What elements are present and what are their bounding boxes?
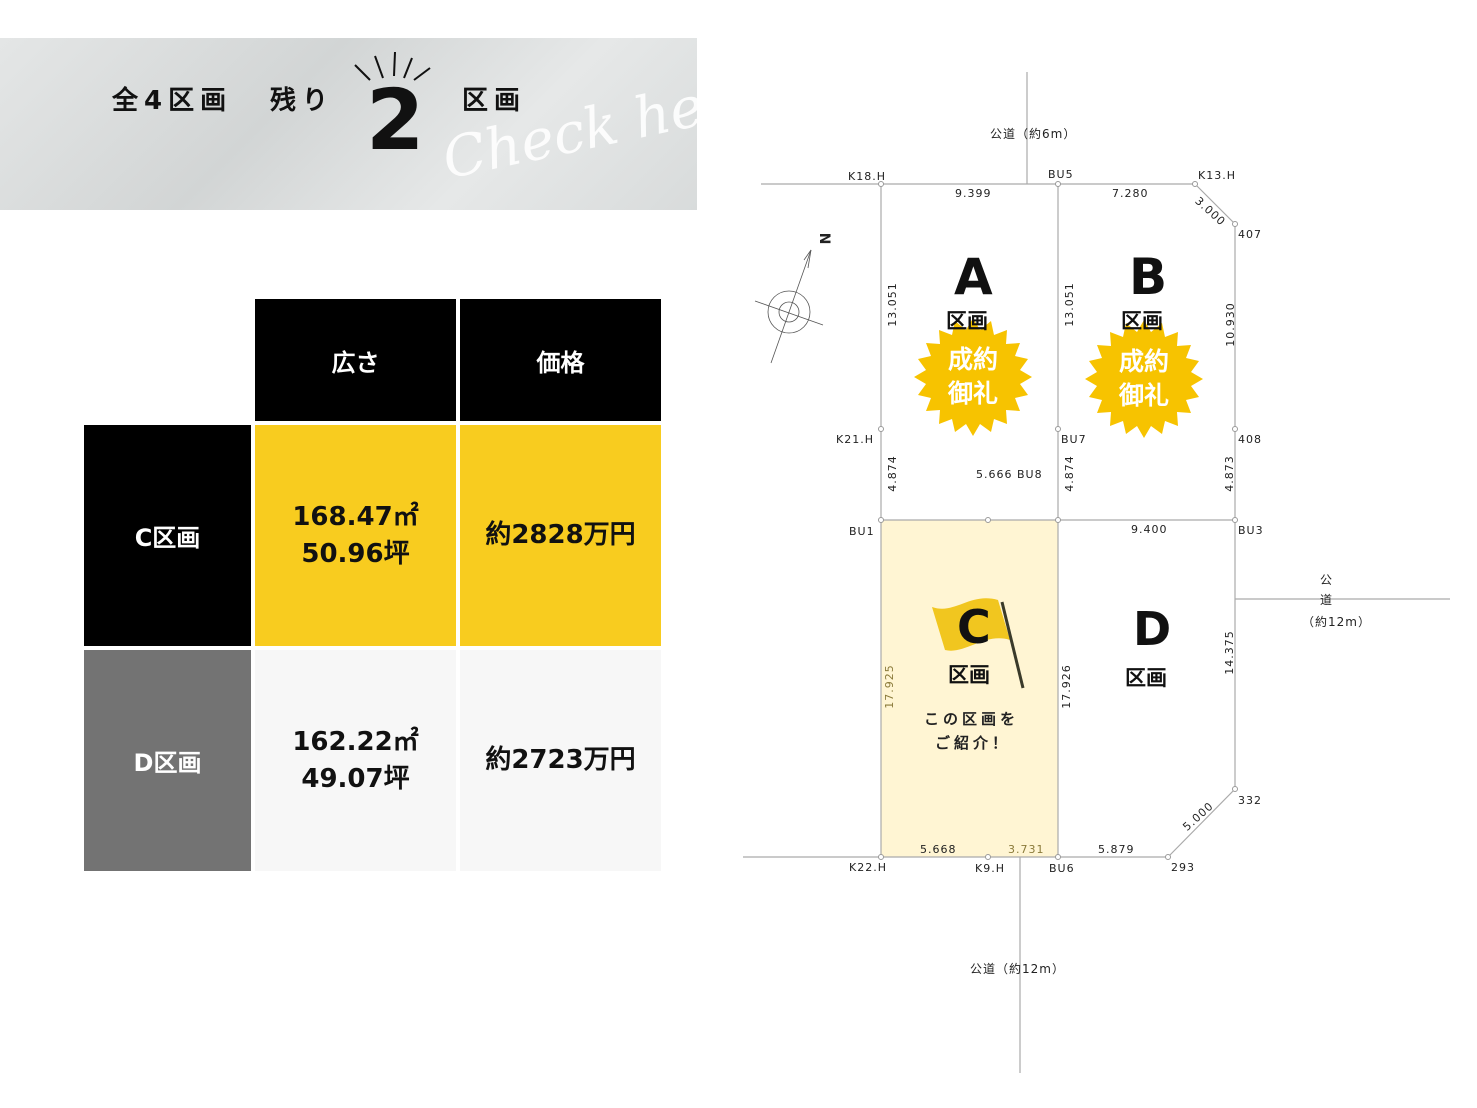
road-right-1: 公 bbox=[1320, 573, 1334, 587]
area-m2: 162.22㎡ bbox=[292, 726, 419, 757]
point-label: BU7 bbox=[1061, 433, 1087, 446]
dim-label: 10.930 bbox=[1223, 302, 1237, 347]
point-label: K9.H bbox=[975, 862, 1005, 875]
lot-b-unit: 区画 bbox=[1121, 309, 1163, 333]
dim-label: 9.400 bbox=[1131, 523, 1168, 536]
point-label: K18.H bbox=[848, 170, 886, 183]
lot-unit: 区画 bbox=[462, 86, 527, 116]
flag-icon bbox=[932, 598, 1025, 689]
lot-d-letter: D bbox=[1133, 602, 1172, 656]
dim-label: 5.668 bbox=[920, 843, 957, 856]
point-label: K13.H bbox=[1198, 169, 1236, 182]
remaining-label: 残り bbox=[270, 86, 335, 116]
header-banner bbox=[0, 38, 697, 210]
lot-a-letter: A bbox=[954, 248, 993, 306]
row-name-d: D区画 bbox=[84, 650, 251, 871]
dim-label: 4.873 bbox=[1222, 455, 1236, 492]
row-area-c: 168.47㎡ 50.96坪 bbox=[255, 425, 456, 646]
starburst-icon bbox=[1085, 320, 1203, 438]
north-label: N bbox=[818, 231, 835, 245]
lot-c-unit: 区画 bbox=[948, 663, 990, 687]
dim-label: 14.375 bbox=[1222, 630, 1236, 675]
starburst-icon bbox=[914, 318, 1032, 436]
dim-label: 4.874 bbox=[885, 455, 899, 492]
point-label: BU6 bbox=[1049, 862, 1075, 875]
sold-badge-a: 成約御礼 bbox=[914, 318, 1032, 436]
road-top-label: 公道（約6m） bbox=[990, 127, 1077, 141]
badge-text: 成約 bbox=[947, 345, 998, 374]
badge-text: 成約 bbox=[1118, 347, 1169, 376]
header-area: 広さ bbox=[255, 299, 456, 421]
area-m2: 168.47㎡ bbox=[292, 501, 419, 532]
lot-c-note-1: この区画を bbox=[924, 710, 1020, 728]
row-name-c: C区画 bbox=[84, 425, 251, 646]
point-label: K21.H bbox=[836, 433, 874, 446]
dim-label: 13.051 bbox=[1062, 282, 1076, 327]
badge-text: 御礼 bbox=[1118, 381, 1169, 410]
point-label: BU1 bbox=[849, 525, 875, 538]
lot-c-letter: C bbox=[957, 600, 991, 654]
lot-c-note-2: ご紹介！ bbox=[935, 734, 1012, 752]
row-area-d: 162.22㎡ 49.07坪 bbox=[255, 650, 456, 871]
point-label: 332 bbox=[1238, 794, 1262, 807]
point-label: 5.666 BU8 bbox=[976, 468, 1043, 481]
dim-label: 13.051 bbox=[885, 282, 899, 327]
point-label: K22.H bbox=[849, 861, 887, 874]
sparkle-icon bbox=[354, 51, 431, 81]
total-lots: 全4区画 bbox=[112, 86, 233, 116]
point-label: BU5 bbox=[1048, 168, 1074, 181]
sold-badge-b: 成約御礼 bbox=[1085, 320, 1203, 438]
lot-a-unit: 区画 bbox=[946, 309, 988, 333]
row-price-c: 約2828万円 bbox=[460, 425, 661, 646]
point-label: 293 bbox=[1171, 861, 1195, 874]
area-tsubo: 50.96坪 bbox=[301, 538, 410, 569]
dim-label: 5.879 bbox=[1098, 843, 1135, 856]
lot-c-highlight bbox=[881, 520, 1058, 857]
dim-label: 7.280 bbox=[1112, 187, 1149, 200]
road-right-2: 道 bbox=[1320, 593, 1334, 607]
dim-label: 17.925 bbox=[882, 664, 896, 709]
badge-text: 御礼 bbox=[947, 379, 998, 408]
dim-label: 9.399 bbox=[955, 187, 992, 200]
area-tsubo: 49.07坪 bbox=[301, 763, 410, 794]
road-right-3: （約12m） bbox=[1302, 615, 1371, 629]
dim-label: 17.926 bbox=[1059, 664, 1073, 709]
compass-icon bbox=[754, 249, 824, 364]
point-label: BU3 bbox=[1238, 524, 1264, 537]
lot-b-letter: B bbox=[1129, 248, 1168, 306]
header-price: 価格 bbox=[460, 299, 661, 421]
remaining-count: 2 bbox=[366, 71, 425, 169]
dim-label: 3.731 bbox=[1008, 843, 1045, 856]
row-price-d: 約2723万円 bbox=[460, 650, 661, 871]
road-bottom-label: 公道（約12m） bbox=[970, 962, 1065, 976]
point-label: 407 bbox=[1238, 228, 1262, 241]
point-label: 408 bbox=[1238, 433, 1262, 446]
lot-d-unit: 区画 bbox=[1125, 666, 1167, 690]
dim-label: 4.874 bbox=[1062, 455, 1076, 492]
